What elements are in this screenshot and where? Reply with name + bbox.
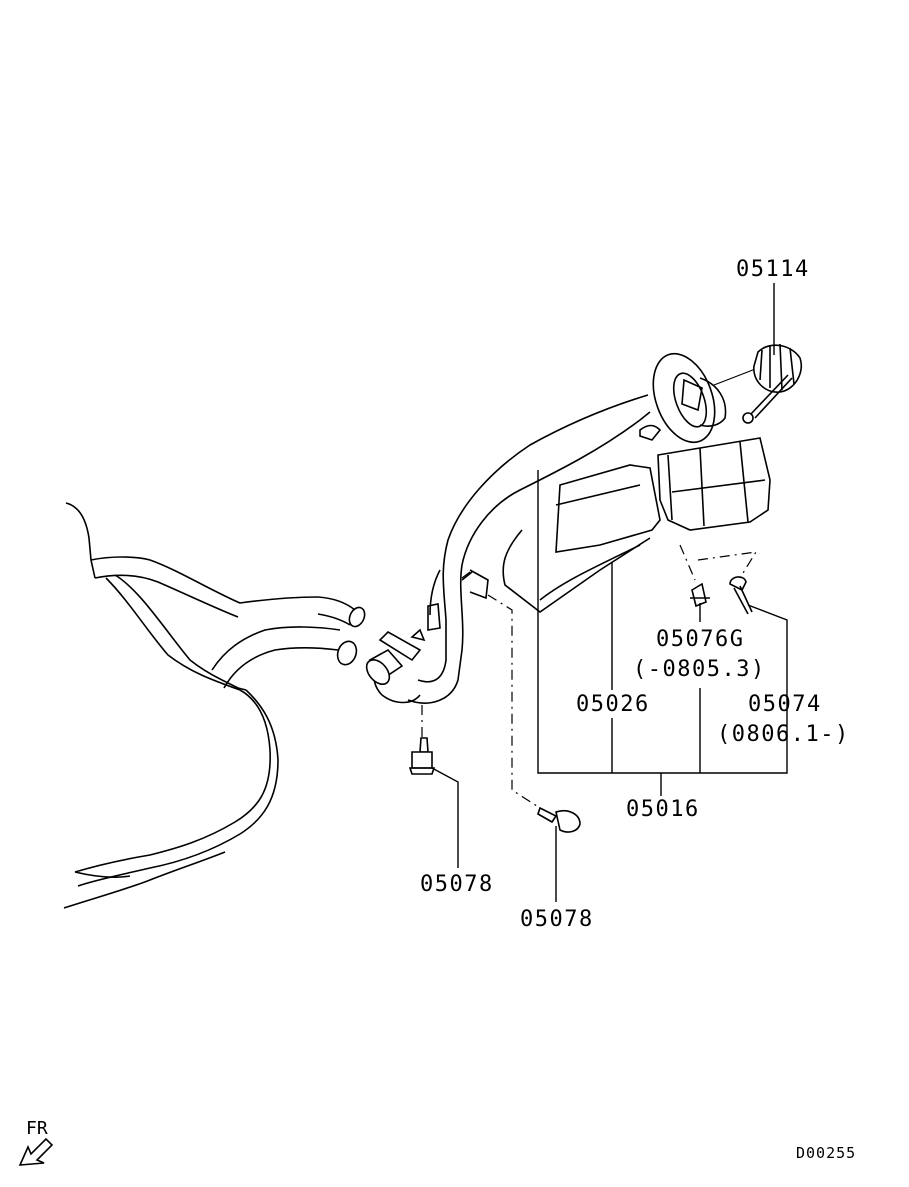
rivet-icon [729, 576, 753, 615]
label-rivet: 05074 [748, 692, 822, 717]
front-arrow-icon: FR [18, 1118, 54, 1166]
clip-icon [690, 582, 710, 608]
fuel-cap-icon [742, 343, 802, 424]
label-fuel-cap: 05114 [736, 257, 810, 282]
leader-lines [431, 283, 788, 902]
filler-neck-pipe [365, 394, 651, 704]
fuel-tank [63, 502, 366, 909]
label-bolt-right: 05078 [520, 907, 594, 932]
protector-shield [502, 437, 771, 613]
bolt-right-icon [537, 806, 581, 833]
diagram-id: D00255 [796, 1144, 856, 1162]
bolt-left-icon [408, 737, 436, 775]
label-filler-neck: 05016 [626, 797, 700, 822]
label-protector: 05026 [576, 692, 650, 717]
label-bolt-left: 05078 [420, 872, 494, 897]
filler-inlet [639, 352, 759, 444]
label-rivet-date: (0806.1-) [717, 722, 850, 747]
label-clip-date: (-0805.3) [633, 657, 766, 682]
label-clip: 05076G [656, 627, 744, 652]
front-direction-label: FR [26, 1118, 48, 1139]
